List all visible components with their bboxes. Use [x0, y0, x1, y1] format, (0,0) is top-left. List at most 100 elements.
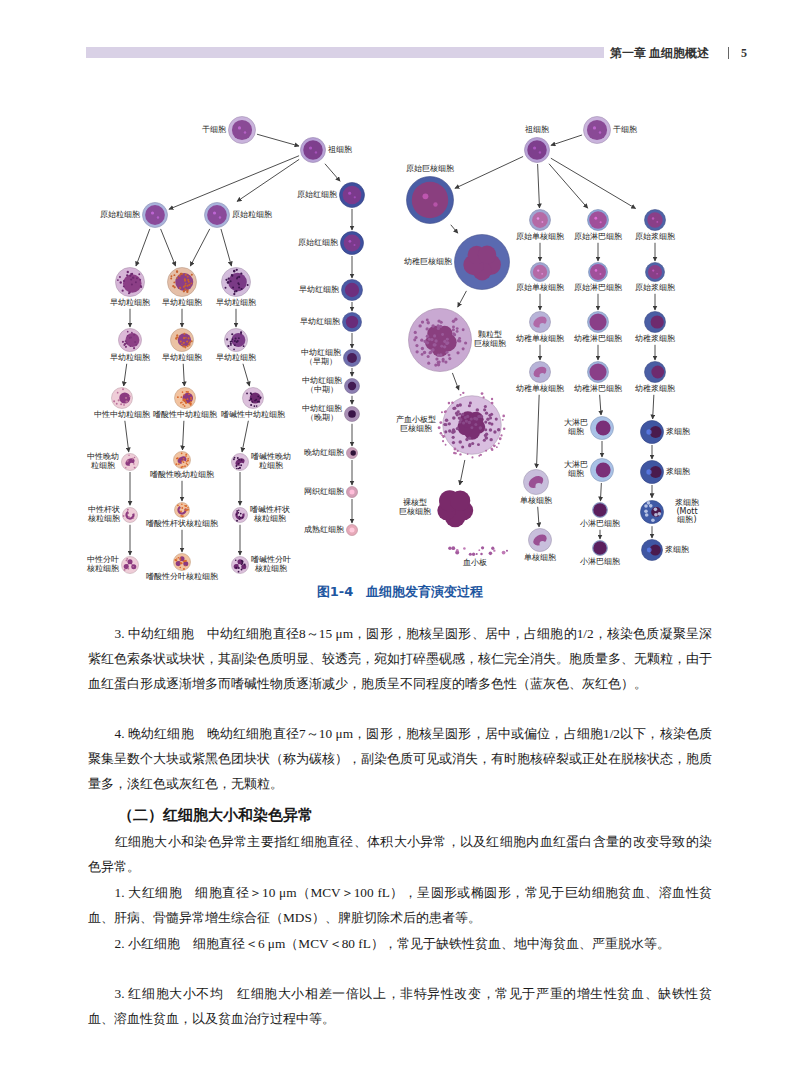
cell-label: 祖细胞 [525, 126, 549, 135]
arrow-connector [602, 441, 603, 457]
cell-node: 原始粒细胞 [100, 202, 168, 228]
cell-illustration [529, 209, 551, 231]
cell-node: 网织红细胞 [304, 486, 358, 498]
cell-label: 原始单核细胞 [516, 284, 564, 293]
cell-illustration [587, 209, 609, 231]
cell-node: 产血小板型 巨核细胞 [396, 391, 506, 459]
cell-node: 大淋巴 细胞 [564, 458, 614, 482]
cell-label: 浆细胞 (Mott 细胞) [666, 499, 708, 525]
cell-label: 祖细胞 [328, 146, 352, 155]
cell-node: 原始红细胞 [298, 231, 364, 255]
cell-node: 原始红细胞 [297, 182, 365, 208]
cell-illustration [346, 486, 358, 498]
cell-label: 产血小板型 巨核细胞 [396, 416, 436, 434]
cell-illustration [433, 486, 477, 530]
cell-illustration [173, 553, 191, 571]
arrow-connector [551, 135, 582, 145]
cell-label: 早幼粒细胞 [162, 299, 202, 308]
cell-label: 幼稚浆细胞 [635, 335, 675, 344]
cell-label: 原始单核细胞 [516, 233, 564, 242]
cell-node: 嗜酸性晚幼粒细胞 [150, 451, 214, 480]
cell-label: 早幼粒细胞 [162, 354, 202, 363]
cell-label: 嗜酸性晚幼粒细胞 [150, 471, 214, 480]
cell-label: 中幼红细胞 （中期） [302, 377, 342, 395]
cell-label: 大淋巴 细胞 [564, 461, 588, 479]
cell-label: 幼稚淋巴细胞 [574, 335, 622, 344]
cell-illustration [644, 361, 666, 383]
cell-illustration [174, 502, 190, 518]
arrow-connector [136, 229, 150, 266]
cell-node: 中性中幼粒细胞 [94, 387, 150, 420]
cell-illustration [524, 137, 550, 163]
cell-node: 中性杆状 核粒细胞 [88, 506, 138, 524]
cell-label: 幼稚淋巴细胞 [574, 385, 622, 394]
arrow-connector [538, 507, 539, 527]
cell-label: 早幼红细胞 [299, 286, 339, 295]
cell-node: 原始单核细胞 [516, 262, 564, 293]
arrow-connector [236, 309, 237, 327]
cell-node: 原始淋巴细胞 [574, 262, 622, 293]
cell-illustration [344, 378, 360, 394]
cell-label: 嗜碱性杆状 核粒细胞 [250, 506, 290, 524]
cell-node: 干细胞 [583, 116, 637, 144]
arrow-connector [598, 345, 599, 360]
cell-label: 中性晚幼 粒细胞 [87, 453, 119, 471]
cell-node: 中幼红细胞 （晚期） [302, 405, 360, 423]
cell-node: 浆细胞 [640, 460, 690, 484]
cell-label: 早幼粒细胞 [110, 354, 150, 363]
cell-illustration [228, 116, 256, 144]
cell-node: 中性分叶 核粒细胞 [87, 556, 139, 574]
cell-label: 幼稚单核细胞 [516, 335, 564, 344]
cell-label: 中幼红细胞 （早期） [301, 349, 341, 367]
cell-illustration [300, 137, 326, 163]
arrow-connector [458, 291, 467, 307]
arrow-connector [352, 368, 353, 376]
header-separator [728, 47, 729, 59]
cell-illustration [121, 556, 139, 574]
cell-label: 中性杆状 核粒细胞 [88, 506, 120, 524]
cell-label: 中性中幼粒细胞 [94, 411, 150, 420]
cell-node: 幼稚单核细胞 [516, 311, 564, 344]
cell-illustration [346, 524, 358, 536]
cell-illustration [587, 361, 609, 383]
cell-illustration [530, 262, 550, 282]
arrow-connector [652, 445, 653, 459]
cell-node: 浆细胞 [641, 539, 689, 561]
cell-node: 祖细胞 [300, 137, 352, 163]
cell-node: 早幼粒细胞 [162, 328, 202, 363]
arrow-connector [183, 364, 184, 386]
arrow-connector [352, 499, 353, 523]
cell-illustration [440, 545, 510, 557]
cell-illustration [340, 231, 364, 255]
cell-node: 干细胞 [202, 116, 256, 144]
arrow-connector [655, 294, 656, 310]
cell-illustration [174, 387, 196, 409]
cell-label: 原始粒细胞 [100, 211, 140, 220]
cell-node: 原始淋巴细胞 [574, 209, 622, 242]
arrow-connector [352, 302, 353, 311]
cell-label: 浆细胞 [665, 546, 689, 555]
cell-label: 原始淋巴细胞 [574, 284, 622, 293]
cell-node: 幼稚浆细胞 [635, 361, 675, 394]
cell-label: 原始巨核细胞 [406, 165, 454, 174]
cell-node: 成熟红细胞 [304, 524, 358, 536]
cell-node: 原始粒细胞 [204, 202, 272, 228]
arrow-connector [242, 421, 248, 452]
cell-illustration [231, 556, 249, 574]
arrow-connector [221, 229, 232, 266]
cell-node: 早幼粒细胞 [162, 267, 202, 308]
arrow-connector [655, 345, 656, 360]
cell-label: 干细胞 [613, 126, 637, 135]
cell-node: 中性晚幼 粒细胞 [87, 453, 139, 471]
cell-label: 大淋巴 细胞 [564, 419, 588, 437]
cell-label: 早幼粒细胞 [110, 299, 150, 308]
cell-node: 早幼红细胞 [300, 312, 362, 332]
section-heading: （二）红细胞大小和染色异常 [88, 803, 712, 828]
body-paragraph: 4. 晚幼红细胞 晚幼红细胞直径7～10 μm，圆形，胞核呈圆形，居中或偏位，占… [88, 721, 712, 796]
arrow-connector [125, 421, 129, 452]
cell-illustration [115, 267, 145, 297]
cell-illustration [341, 279, 363, 301]
cell-illustration [142, 202, 168, 228]
cell-label: 单核细胞 [520, 497, 552, 506]
arrow-connector [540, 294, 541, 310]
